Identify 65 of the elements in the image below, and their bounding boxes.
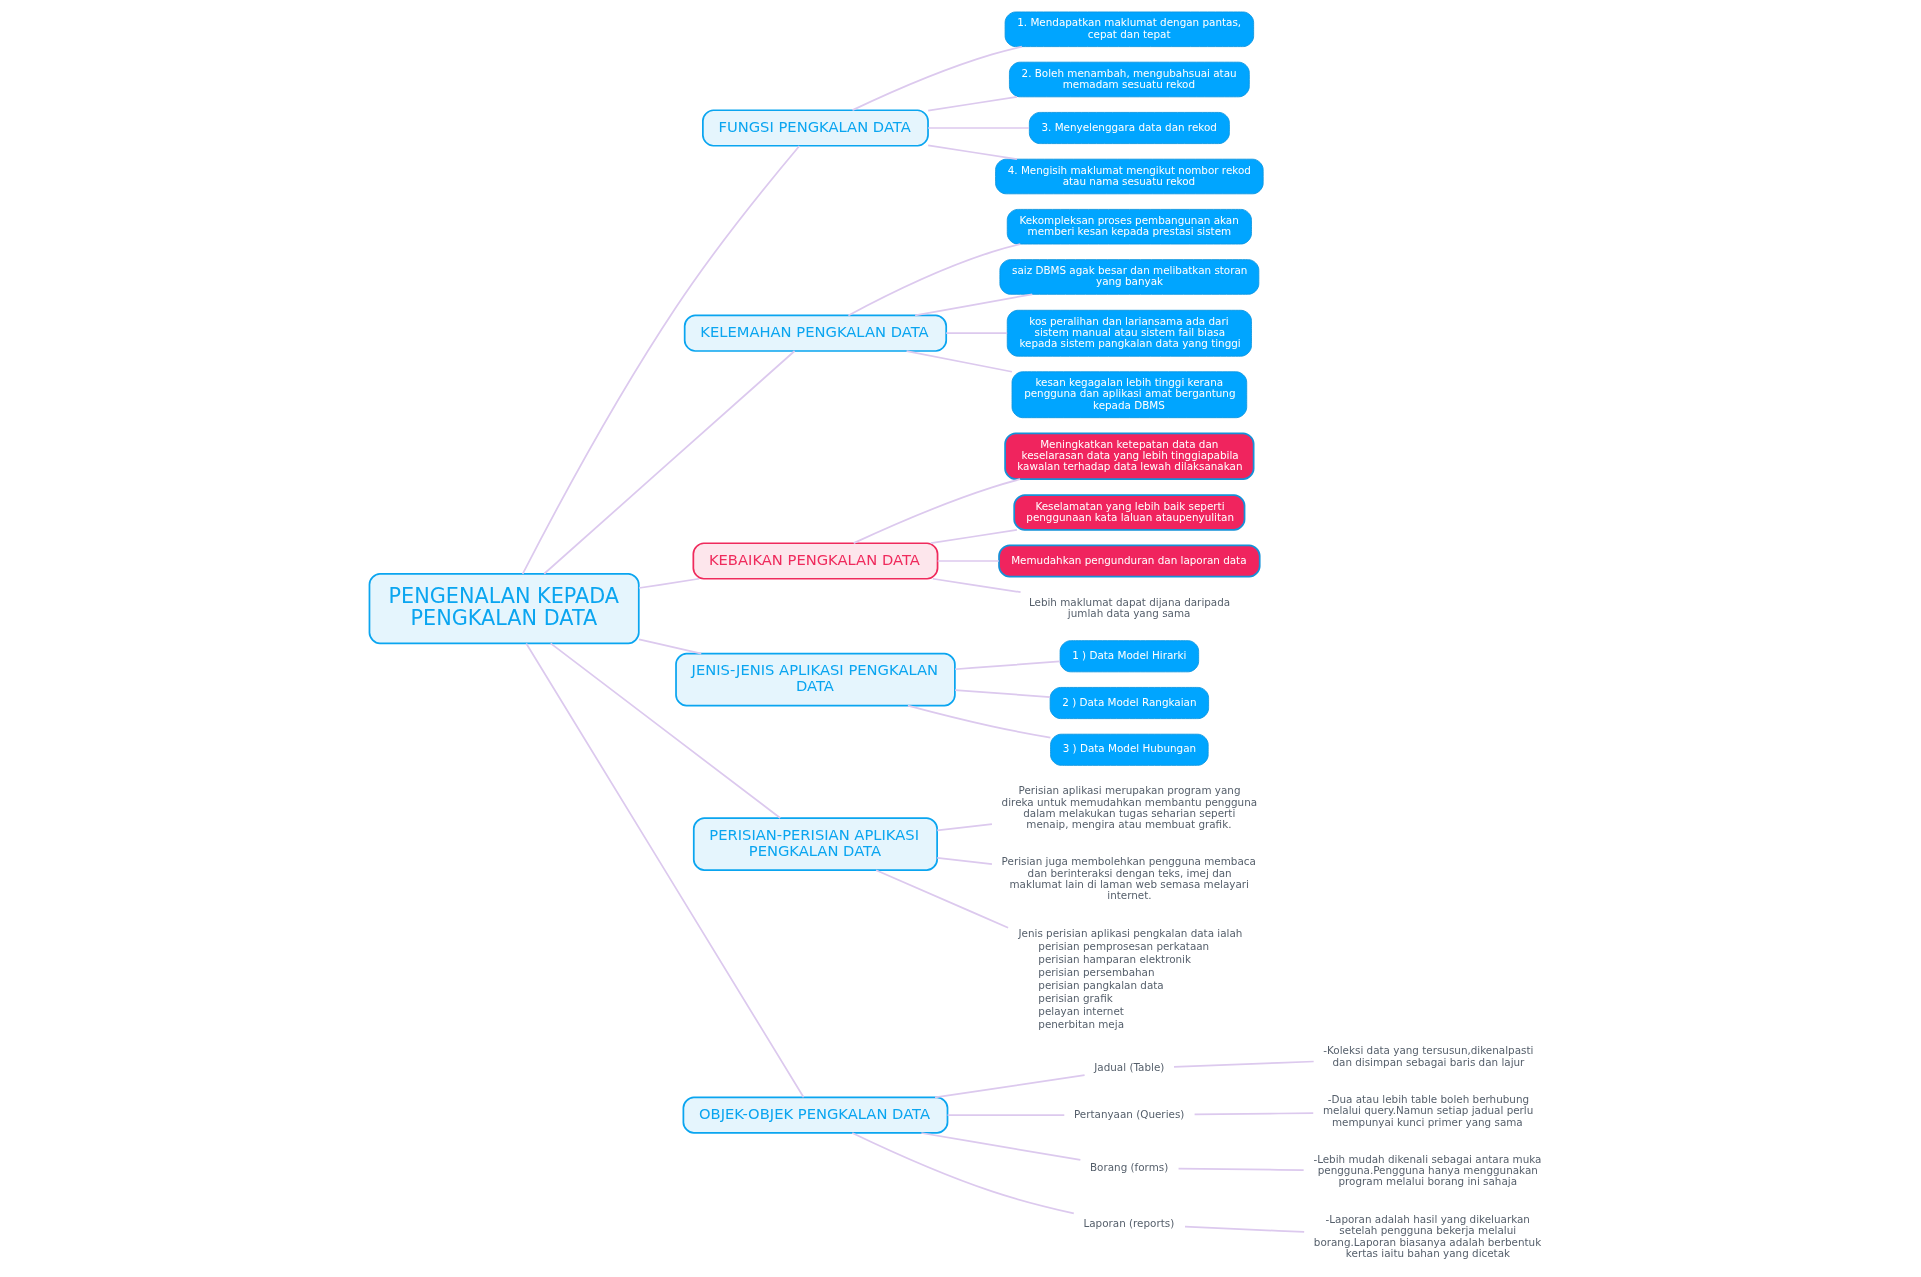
node-text: -Lebih mudah dikenali sebagai antara muka pengguna.Pengguna hanya menggunakan program melalui borang ini sahaja [1313, 1152, 1542, 1188]
connector [927, 95, 1018, 112]
connector [905, 350, 1013, 373]
node-box: 1 ) Data Model Hirarki [1059, 640, 1200, 673]
node-box: 2. Boleh menambah, mengubahsuai atau memadam sesuatu rekod [1009, 61, 1250, 98]
connector [851, 45, 1023, 111]
node-box: KEBAIKAN PENGKALAN DATA [692, 542, 939, 580]
node-text: -Dua atau lebih table boleh berhubung melalui query.Namun setiap jadual perlu mempunyai kunci primer yang sama [1322, 1093, 1534, 1128]
connector [907, 704, 1052, 739]
node-box: PENGENALAN KEPADA PENGKALAN DATA [368, 573, 640, 645]
connector [525, 642, 805, 1099]
node-box: OBJEK-OBJEK PENGKALAN DATA [682, 1096, 949, 1134]
node-box: kos peralihan dan lariansama ada dari sistem manual atau sistem fail biasa kepada sistem pangkalan data yang tinggi [1006, 309, 1252, 357]
node-box: Memudahkan pengunduran dan laporan data [998, 544, 1261, 578]
node-text: Perisian aplikasi merupakan program yang direka untuk memudahkan membantu pengguna dalam melakukan tugas seharian seperti menaip, mengira atau membuat grafik. [1001, 784, 1258, 831]
connector [934, 1074, 1086, 1099]
connector [936, 857, 993, 865]
node-box: Meningkatkan ketepatan data dan keselarasan data yang lebih tinggiapabila kawalan terhadap data lewah dilaksanakan [1004, 432, 1255, 481]
node-box: 2 ) Data Model Rangkaian [1049, 687, 1210, 720]
node-box: JENIS-JENIS APLIKASI PENGKALAN DATA [675, 652, 956, 707]
connector [1184, 1225, 1306, 1233]
connector [927, 127, 1030, 129]
node-box: FUNGSI PENGKALAN DATA [702, 109, 929, 147]
connector [954, 689, 1051, 698]
node-box: 1. Mendapatkan maklumat dengan pantas, cepat dan tepat [1004, 11, 1255, 48]
node-text: -Koleksi data yang tersusun,dikenalpasti dan disimpan sebagai baris dan lajur [1323, 1044, 1534, 1068]
node-box: saiz DBMS agak besar dan melibatkan storan yang banyak [999, 259, 1260, 295]
node-text: Perisian juga membolehkan pengguna membaca dan berinteraksi dengan teks, imej dan maklumat lain di laman web semasa melayari internet. [1001, 855, 1256, 902]
node-text: Laporan (reports) [1083, 1217, 1175, 1230]
connector [638, 638, 703, 655]
connector [931, 577, 1022, 594]
connector [936, 560, 1000, 562]
connector [929, 528, 1018, 545]
connector [1193, 1112, 1315, 1116]
node-box: Keselamatan yang lebih baik seperti penggunaan kata laluan ataupenyulitan [1013, 494, 1246, 531]
connector [946, 1114, 1066, 1117]
node-box: 3. Menyelenggara data dan rekod [1028, 111, 1230, 145]
connector [936, 823, 993, 832]
node-box: 4. Mengisih maklumat mengikut nombor rekod atau nama sesuatu rekod [995, 158, 1264, 195]
connector [927, 144, 1018, 161]
connector [638, 577, 700, 589]
node-text: Borang (forms) [1089, 1160, 1169, 1173]
node-text: Jenis perisian aplikasi pengkalan data ialah perisian pemprosesan perkataan perisian hamparan elektronik perisian persembahan perisian pangkalan data perisian grafik pelayan internet penerbitan meja [1018, 927, 1243, 1031]
connector [1173, 1060, 1315, 1068]
connector [1177, 1167, 1305, 1171]
connector [875, 869, 1009, 929]
connector [549, 642, 782, 819]
node-box: PERISIAN-PERISIAN APLIKASI PENGKALAN DATA [692, 817, 938, 871]
connector [954, 660, 1061, 671]
connector [851, 1132, 1075, 1215]
node-text: Lebih maklumat dapat dijana daripada jumlah data yang sama [1028, 595, 1231, 619]
connector [920, 1132, 1082, 1161]
node-text: Pertanyaan (Queries) [1073, 1107, 1185, 1120]
node-text: -Laporan adalah hasil yang dikeluarkan setelah pengguna bekerja melalui borang.Laporan biasanya adalah berbentuk kertas iaitu bahan yang dicetak [1313, 1213, 1542, 1259]
node-box: Kekompleksan proses pembangunan akan memberi kesan kepada prestasi sistem [1006, 208, 1252, 245]
node-box: 3 ) Data Model Hubungan [1050, 733, 1209, 766]
connector [521, 145, 801, 575]
node-box: kesan kegagalan lebih tinggi kerana pengguna dan aplikasi amat bergantung kepada DBMS [1011, 371, 1248, 419]
node-text: Jadual (Table) [1094, 1061, 1165, 1074]
node-box: KELEMAHAN PENGKALAN DATA [683, 314, 948, 352]
connector [852, 478, 1021, 544]
connector [543, 350, 796, 575]
connector [945, 332, 1008, 335]
connector [847, 243, 1022, 317]
connector [914, 293, 1034, 317]
